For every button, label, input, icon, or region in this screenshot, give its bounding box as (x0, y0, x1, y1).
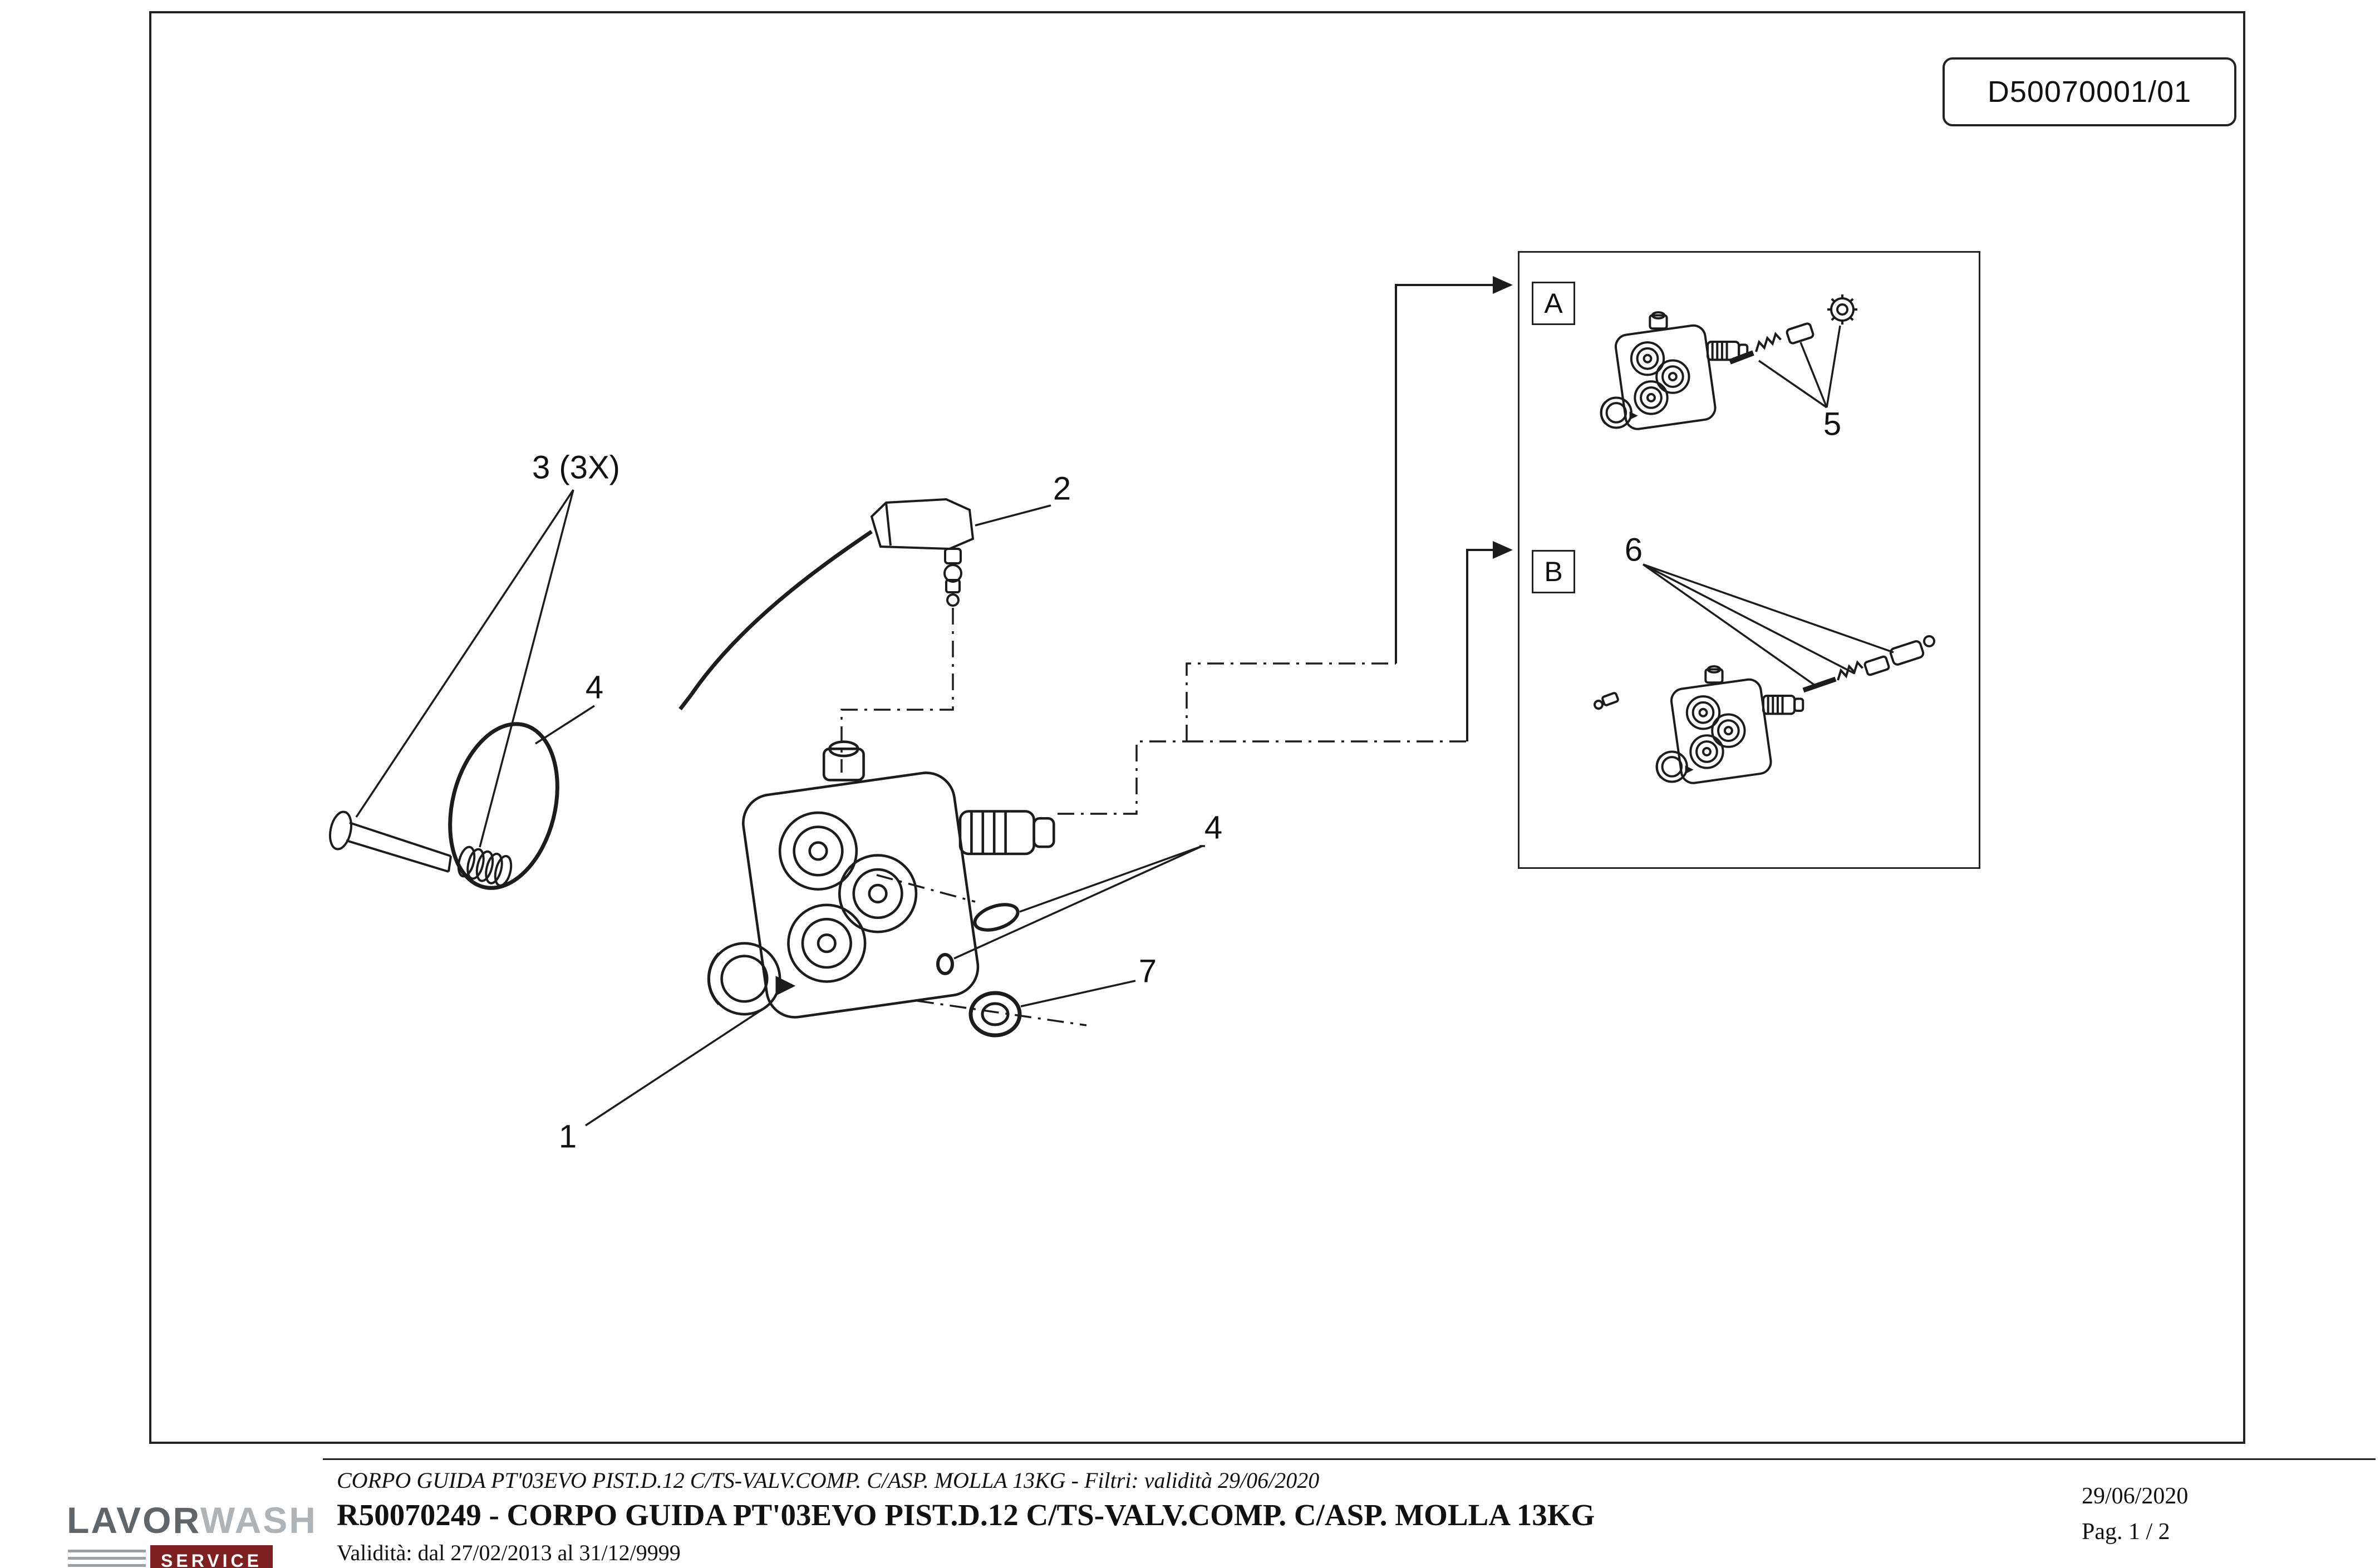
logo-wordmark: LAVORWASH (67, 1500, 316, 1541)
callout-4b: 4 (1204, 809, 1223, 846)
logo-text-lavor: LAVOR (67, 1500, 200, 1541)
callout-4a: 4 (585, 669, 604, 706)
detail-box (1518, 251, 1980, 869)
footer-date: 29/06/2020 (2082, 1483, 2189, 1509)
footer-divider (323, 1458, 2376, 1460)
footer-page-number: Pag. 1 / 2 (2082, 1519, 2170, 1545)
section-label-b: B (1532, 550, 1575, 593)
callout-7: 7 (1138, 953, 1157, 990)
drawing-number: D50070001/01 (1943, 57, 2236, 126)
callout-2: 2 (1053, 470, 1071, 507)
logo-text-wash: WASH (200, 1500, 317, 1541)
footer-part-title: R50070249 - CORPO GUIDA PT'03EVO PIST.D.… (337, 1498, 1595, 1532)
section-label-a: A (1532, 282, 1575, 325)
logo-service-badge: SERVICE (150, 1545, 273, 1568)
footer-validity: Validità: dal 27/02/2013 al 31/12/9999 (337, 1540, 681, 1565)
callout-1: 1 (558, 1118, 577, 1155)
logo-stripes (68, 1550, 146, 1568)
footer-filter-line: CORPO GUIDA PT'03EVO PIST.D.12 C/TS-VALV… (337, 1468, 1320, 1493)
lavorwash-logo: LAVORWASH SERVICE (67, 1500, 316, 1568)
callout-5: 5 (1823, 406, 1842, 443)
callout-6: 6 (1624, 532, 1643, 568)
callout-3: 3 (3X) (532, 449, 620, 486)
